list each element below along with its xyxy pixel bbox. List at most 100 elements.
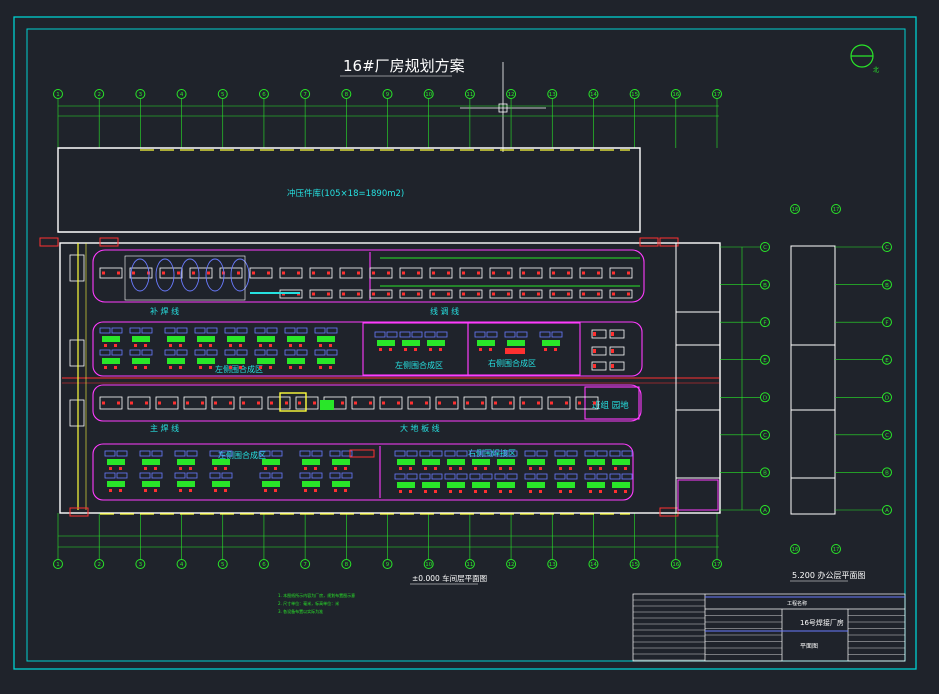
fixture-marker	[494, 401, 497, 405]
station-marker	[179, 344, 182, 347]
station	[314, 349, 326, 356]
station-marker	[424, 467, 427, 470]
fixture-marker	[565, 401, 568, 405]
jig	[279, 392, 307, 412]
zone-label-right-side: 右侧围合成区	[488, 358, 536, 368]
fixture	[309, 267, 333, 279]
station-marker	[624, 467, 627, 470]
fixture	[339, 267, 363, 279]
robot-icon	[130, 258, 150, 292]
station-marker	[114, 344, 117, 347]
station-marker	[599, 467, 602, 470]
grid-bubble-icon	[135, 89, 146, 99]
station	[271, 472, 283, 479]
grid-label: B	[885, 471, 889, 477]
marker	[505, 348, 525, 354]
station-marker	[314, 467, 317, 470]
station-marker	[484, 467, 487, 470]
station-marker	[209, 366, 212, 369]
station	[516, 331, 528, 338]
fixture-marker	[432, 292, 435, 296]
title-block	[632, 593, 906, 662]
zone-label-left-side: 左侧围合成区	[395, 360, 443, 370]
dimension-lines	[58, 105, 719, 548]
fixture-marker	[466, 401, 469, 405]
fixture	[295, 396, 319, 410]
station-marker	[109, 467, 112, 470]
station	[494, 450, 506, 457]
station	[254, 349, 266, 356]
station-marker	[304, 489, 307, 492]
fixture-marker	[327, 271, 330, 275]
fixture-marker	[257, 401, 260, 405]
fixture-marker	[593, 401, 596, 405]
station-table	[142, 481, 160, 487]
station-marker	[189, 489, 192, 492]
side-plan	[790, 245, 836, 515]
fixture	[129, 267, 153, 279]
station-table	[472, 459, 490, 465]
station-marker	[169, 366, 172, 369]
station-marker	[214, 467, 217, 470]
station	[536, 450, 548, 457]
station-marker	[274, 489, 277, 492]
zone-label-patch-weld: 补 焊 线	[150, 306, 179, 316]
grid-label: 9	[386, 562, 390, 568]
station-table	[332, 481, 350, 487]
fixture	[279, 267, 303, 279]
cabinet-marker	[611, 332, 614, 336]
station	[329, 450, 341, 457]
station-marker	[144, 344, 147, 347]
station-table	[167, 358, 185, 364]
fixture	[549, 289, 573, 299]
fixture-marker	[417, 271, 420, 275]
grid-label: 6	[262, 562, 266, 568]
zone-label-left-bottom: 左侧围合成区	[218, 450, 266, 460]
station-table	[227, 358, 245, 364]
station	[584, 450, 596, 457]
station-marker	[624, 490, 627, 493]
grid-bubble-icon	[760, 354, 770, 365]
station-marker	[119, 467, 122, 470]
station-marker	[224, 467, 227, 470]
station-marker	[589, 467, 592, 470]
station-marker	[459, 467, 462, 470]
station	[206, 349, 218, 356]
station	[431, 473, 443, 480]
cell-boundary	[124, 255, 246, 301]
grid-bubble-icon	[882, 467, 892, 478]
station	[236, 349, 248, 356]
station-marker	[539, 467, 542, 470]
station-table	[177, 459, 195, 465]
station	[209, 472, 221, 479]
grid-bubble-icon	[882, 392, 892, 403]
svg-text:北: 北	[873, 66, 879, 74]
grid-label: C	[763, 433, 767, 439]
station-marker	[424, 490, 427, 493]
station-table	[507, 340, 525, 346]
fixture-marker	[537, 292, 540, 296]
fixture-marker	[462, 271, 465, 275]
door-marker	[69, 507, 89, 517]
fixture-marker	[550, 401, 553, 405]
fixture-marker	[567, 292, 570, 296]
grid-bubble-icon	[258, 89, 269, 99]
grid-label: A	[885, 508, 889, 514]
station-marker	[489, 348, 492, 351]
station-marker	[264, 489, 267, 492]
fixture-marker	[387, 271, 390, 275]
station	[111, 327, 123, 334]
fixture-marker	[522, 401, 525, 405]
grid-bubble-icon	[760, 505, 770, 515]
grid-bubble-icon	[217, 559, 228, 569]
station-marker	[269, 366, 272, 369]
grid-bubble-icon	[53, 559, 63, 569]
station-marker	[499, 490, 502, 493]
note-1: 1. 本图纸所示内容为厂房，规划布置图示意	[278, 592, 355, 598]
fixture-marker	[201, 401, 204, 405]
fixture-marker	[447, 292, 450, 296]
fixture-marker	[117, 401, 120, 405]
station	[506, 450, 518, 457]
station-marker	[154, 489, 157, 492]
